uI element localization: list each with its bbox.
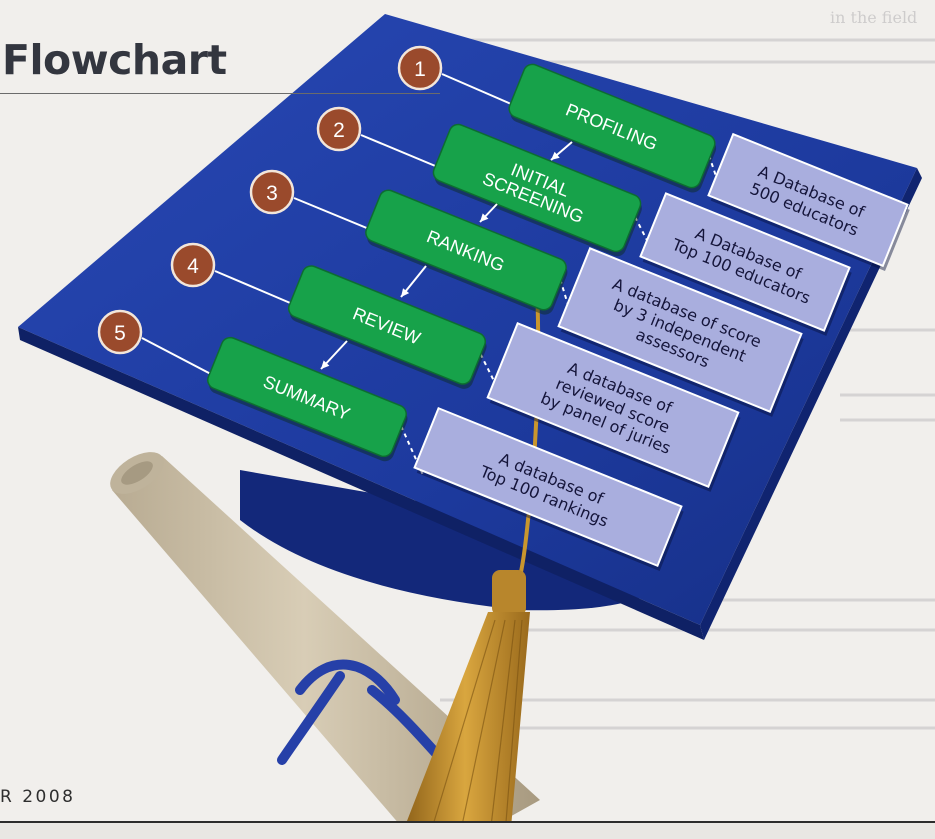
flow-arrowhead (321, 360, 330, 369)
step-number-circle (97, 309, 143, 355)
step-number-circle (249, 169, 295, 215)
step-box: RANKING (365, 189, 568, 315)
step-number: 3 (266, 182, 278, 205)
mortarboard-edge (18, 327, 704, 640)
flow-arrowhead (401, 288, 410, 297)
tassel (400, 570, 530, 839)
step-box: SUMMARY (207, 336, 408, 462)
background-text: in the field (830, 8, 918, 27)
step-number-circle (316, 106, 362, 152)
footer-date: R 2008 (0, 787, 76, 807)
bottom-band (0, 823, 935, 839)
step-number: 1 (414, 58, 426, 81)
cap-crown (240, 470, 640, 611)
step-box: REVIEW (287, 265, 487, 389)
page-title: Flowchart (2, 36, 227, 84)
step-number: 2 (333, 119, 345, 142)
step-number-circle (397, 45, 443, 91)
mortarboard-side (700, 168, 922, 640)
step-box: PROFILING (508, 63, 717, 193)
step-number: 4 (187, 255, 199, 278)
step-number: 5 (114, 322, 126, 345)
step-number-circle (170, 242, 216, 288)
flow-arrowhead (551, 151, 560, 160)
title-divider (0, 93, 440, 94)
flow-arrowhead (480, 213, 489, 222)
bottom-divider (0, 821, 935, 823)
